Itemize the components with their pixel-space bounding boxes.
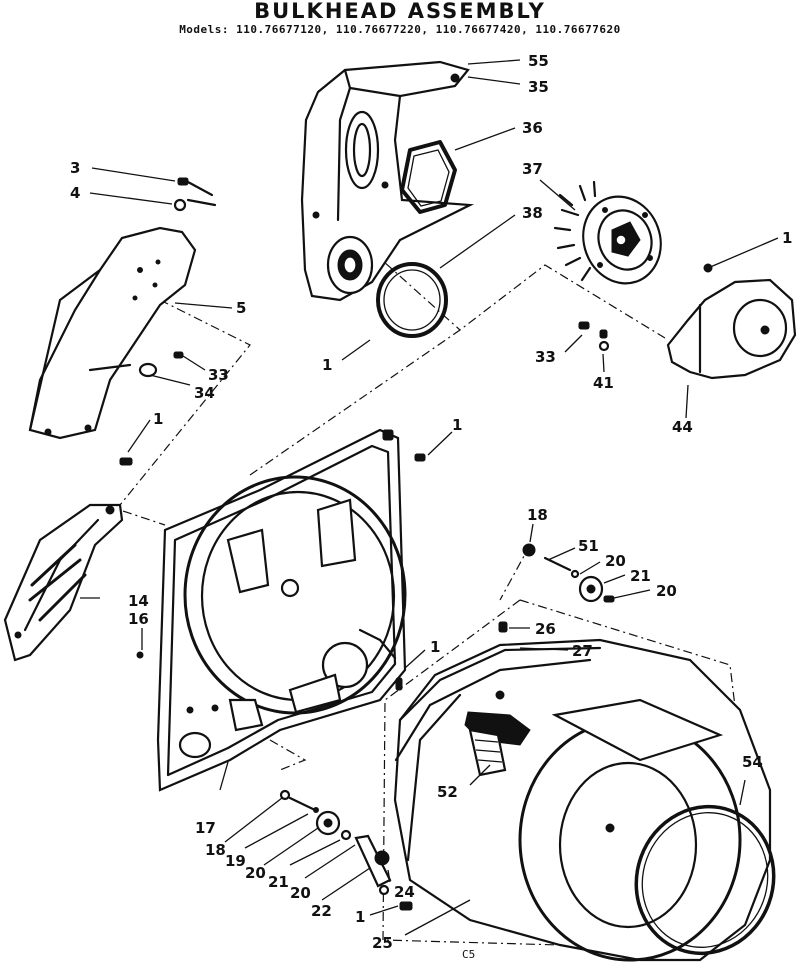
gasket-36 [400,140,457,214]
callout-19: 19 [225,852,246,870]
duct-cover [28,226,197,440]
diagram-title: BULKHEAD ASSEMBLY [254,0,546,23]
leader-lines [89,59,779,936]
callout-26: 26 [535,620,556,638]
callout-41: 41 [593,374,614,392]
callout-20-right-a: 20 [605,552,626,570]
drum-seal [634,804,776,956]
drum-roller-right [522,543,615,603]
callout-38: 38 [522,204,543,222]
callout-16: 16 [128,610,149,628]
callout-54: 54 [742,753,763,771]
callout-21-right: 21 [630,567,651,585]
callout-52: 52 [437,783,458,801]
callout-5: 5 [236,299,246,317]
callout-3: 3 [70,159,80,177]
callout-17: 17 [195,819,216,837]
callout-14: 14 [128,592,149,610]
callout-20-bottom-b: 20 [290,884,311,902]
fan-housing [666,263,797,380]
callout-33-left: 33 [208,366,229,384]
screw-1-left [119,457,133,466]
callout-35: 35 [528,78,549,96]
callout-labels: 55 35 36 37 38 3 4 5 1 1 33 34 1 33 41 4… [70,52,792,961]
callout-1-drum: 1 [430,638,440,656]
bulkhead-panel [156,428,407,792]
callout-18-right: 18 [527,506,548,524]
callout-1-blower: 1 [322,356,332,374]
screw-1-mid [395,677,403,691]
callout-1-fan: 1 [782,229,792,247]
screw-33-left [173,351,184,359]
screw-26 [498,621,508,633]
callout-1-cover: 1 [153,410,163,428]
screw-33-right [578,321,610,352]
callout-4: 4 [70,184,80,202]
drum-roller-bottom [279,789,413,911]
callout-44: 44 [672,418,693,436]
callout-21-bottom: 21 [268,873,289,891]
callout-37: 37 [522,160,543,178]
callout-18-bottom: 18 [205,841,226,859]
callout-1-panel: 1 [452,416,462,434]
screw-1-top [414,453,426,462]
models-line: Models: 110.76677120, 110.76677220, 110.… [179,23,621,36]
screw-14-16 [136,651,144,659]
gasket-38 [376,262,448,338]
callout-33-right: 33 [535,348,556,366]
drum [393,638,772,962]
callout-51: 51 [578,537,599,555]
blower-wheel [553,180,662,285]
callout-27: 27 [572,642,593,660]
callout-20-right-b: 20 [656,582,677,600]
callout-1-bottom: 1 [355,908,365,926]
callout-22: 22 [311,902,332,920]
screw-3-4 [173,177,217,212]
callout-25: 25 [372,934,393,952]
diagram-code: C5 [462,948,475,961]
callout-36: 36 [522,119,543,137]
blower-housing [300,60,475,302]
callout-20-bottom-a: 20 [245,864,266,882]
callout-24: 24 [394,883,415,901]
callout-34: 34 [194,384,215,402]
callout-55: 55 [528,52,549,70]
sensor-bracket [3,503,124,662]
